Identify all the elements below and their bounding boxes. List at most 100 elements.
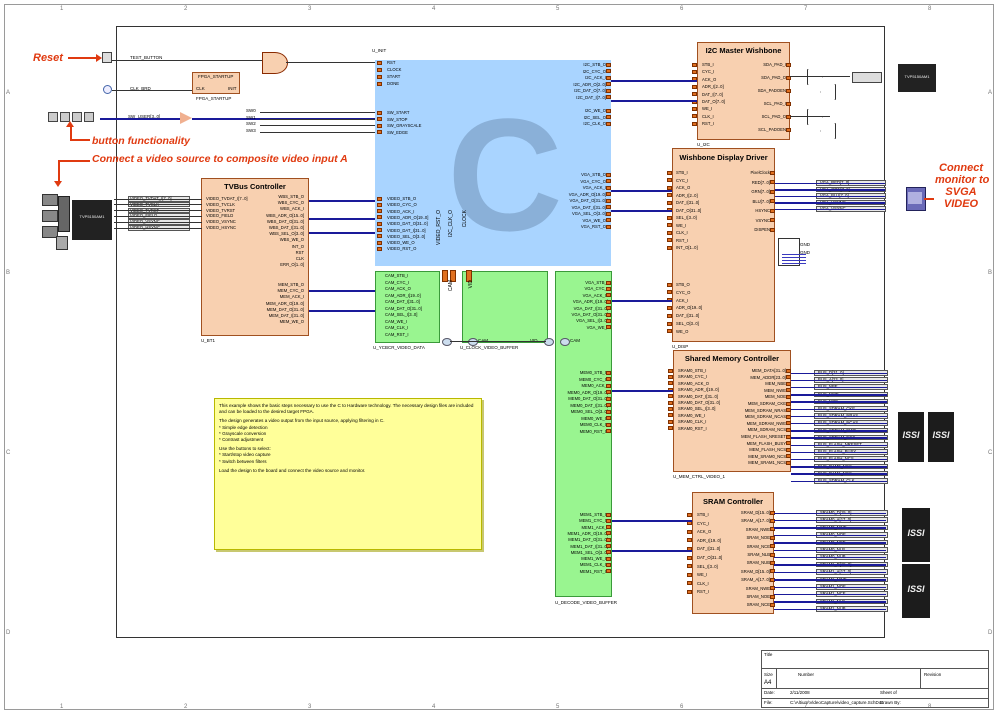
- switch-wire: [260, 118, 376, 120]
- pin-label: VGA_DAT_O[31..0]: [569, 198, 606, 203]
- pin-label: STB_I: [676, 170, 688, 175]
- user-button-4-icon[interactable]: [84, 112, 94, 122]
- pin-label: VIDEO_HSYNC: [206, 225, 237, 230]
- pin-marker: [606, 318, 611, 323]
- pin-label: VIDEO_DAT_O[31..0]: [387, 221, 428, 227]
- pin-label: SRAM0_DAT_I[31..0]: [678, 393, 718, 399]
- pin-marker: [786, 460, 791, 465]
- pin-label: SW_STOP: [387, 116, 408, 122]
- wishbone-display-driver-block: [672, 148, 775, 342]
- startup-pin-label: FPGA_STARTUP: [198, 74, 234, 79]
- pin-label: SRAM0_ACK_O: [678, 380, 709, 386]
- ruler-label: 7: [804, 6, 808, 12]
- ruler-label: 5: [556, 704, 560, 710]
- pin-marker: [606, 512, 611, 517]
- pin-wire: [791, 458, 887, 461]
- pin-label: DAT_I[31..0]: [676, 200, 700, 205]
- pin-marker: [377, 60, 382, 65]
- user-button-2-icon[interactable]: [60, 112, 70, 122]
- pin-label: INT_O[1..0]: [676, 245, 698, 250]
- pin-label: VIDEO_ADR_O[19..0]: [387, 214, 429, 220]
- c-vertical-label-2: I2C_CLK_O: [448, 210, 454, 237]
- pin-label: MEM_NWE: [764, 387, 786, 393]
- pin-label: SDA_PAD_I: [763, 62, 786, 67]
- pin-marker: [606, 185, 611, 190]
- pin-label: I2C_SEL_O: [583, 114, 606, 120]
- user-button-3-icon[interactable]: [72, 112, 82, 122]
- tvbus-controller-title: TVBus Controller: [224, 182, 286, 191]
- button-arrow-line: [70, 124, 72, 140]
- cam-port-icon: [442, 338, 452, 346]
- pin-marker: [770, 586, 775, 591]
- pin-marker: [667, 245, 672, 250]
- pin-label: MEM0_WE_O: [581, 415, 608, 421]
- pin-label: VIDEO_CYC_O: [387, 202, 417, 208]
- pin-label: VGA_WE_I: [586, 324, 608, 330]
- sram-controller-block: [692, 492, 774, 614]
- pin-label: ACK_O: [676, 185, 691, 190]
- pin-label: CYC_I: [676, 177, 689, 183]
- pin-marker: [770, 189, 775, 194]
- i2c-master-ref: U_I2C: [697, 142, 710, 147]
- pin-marker: [687, 538, 692, 543]
- pin-marker: [606, 396, 611, 401]
- pin-marker: [606, 95, 611, 99]
- note-paragraph-4: Load the design to the board and connect…: [219, 467, 366, 473]
- pin-wire: [791, 379, 887, 382]
- pin-marker: [770, 180, 775, 184]
- reset-button-icon[interactable]: [102, 52, 112, 63]
- pin-label: MEM_SDRAM_NCAS: [744, 414, 786, 420]
- pin-marker: [606, 550, 611, 555]
- pin-marker: [770, 560, 775, 565]
- user-button-1-icon[interactable]: [48, 112, 58, 122]
- pin-label: VIDEO_STB_O: [387, 196, 417, 201]
- cam-label: CAM: [478, 338, 488, 343]
- fpga-startup-block: [192, 72, 240, 94]
- pin-label: MEM1_CYC_O: [579, 518, 608, 524]
- title-block-revision-label: Revision: [924, 672, 942, 677]
- pin-marker: [770, 552, 775, 557]
- pin-label: SW_START: [387, 110, 410, 115]
- video-arrow-head: [54, 181, 62, 187]
- pin-label: MEM0_SEL_O[3..0]: [570, 409, 608, 414]
- pin-label: VGA_CYC_O: [580, 178, 606, 184]
- c-code-block: [375, 60, 611, 266]
- pin-marker: [667, 185, 672, 190]
- pin-label: DONE: [387, 81, 400, 86]
- pin-label: SW_EDGE: [387, 129, 408, 135]
- pin-label: MEM_FLASH_BUSY: [746, 440, 786, 446]
- pin-label: SRAM_NUB: [746, 560, 770, 566]
- reset-arrow-line: [68, 57, 98, 59]
- pin-marker: [786, 75, 791, 80]
- pin-marker: [606, 224, 611, 229]
- button-arrow-line-h: [70, 139, 90, 141]
- pin-marker: [786, 408, 791, 413]
- vga-connector-pins: [908, 192, 922, 204]
- bus: [100, 118, 180, 120]
- pin-label: SRAM0_DAT_O[31..0]: [678, 400, 721, 405]
- title-block-title-label: Title: [764, 652, 773, 657]
- pin-label: SRAM_D[15..0]: [740, 568, 770, 574]
- pin-label: MEM_ADR_O[19..0]: [265, 300, 304, 306]
- pin-marker: [786, 388, 791, 393]
- pin-label: SRAM_D[15..0]: [740, 510, 770, 515]
- pin-marker: [692, 114, 697, 119]
- pin-label: MEM_DAT_O[31..0]: [266, 306, 304, 312]
- bus: [309, 290, 375, 292]
- pin-marker: [770, 544, 775, 549]
- clock-video-buffer-ref: U_CLOCK_VIDEO_BUFFER: [460, 345, 519, 350]
- pin-label: MEM_DATA[31..0]: [751, 368, 786, 373]
- pin-label: ACK_I: [676, 297, 689, 303]
- video-jack-2-icon: [56, 236, 68, 250]
- pin-marker: [692, 69, 697, 74]
- pin-marker: [606, 179, 611, 183]
- description-note: This example shows the basic steps neces…: [214, 398, 482, 550]
- pin-marker: [606, 69, 611, 73]
- pin-wire: [791, 401, 887, 403]
- ycbcr-video-buffer-ref: U_YCBCR_VIDEO_DATA: [373, 345, 425, 350]
- title-block-drawn-label: Drawn By:: [880, 700, 901, 705]
- pin-label: MEM_CYC_O: [277, 288, 304, 294]
- pin-label: I2C_CYC_O: [582, 68, 606, 74]
- pin-label: SCL_PAD_I: [763, 101, 786, 106]
- title-block: [761, 650, 989, 708]
